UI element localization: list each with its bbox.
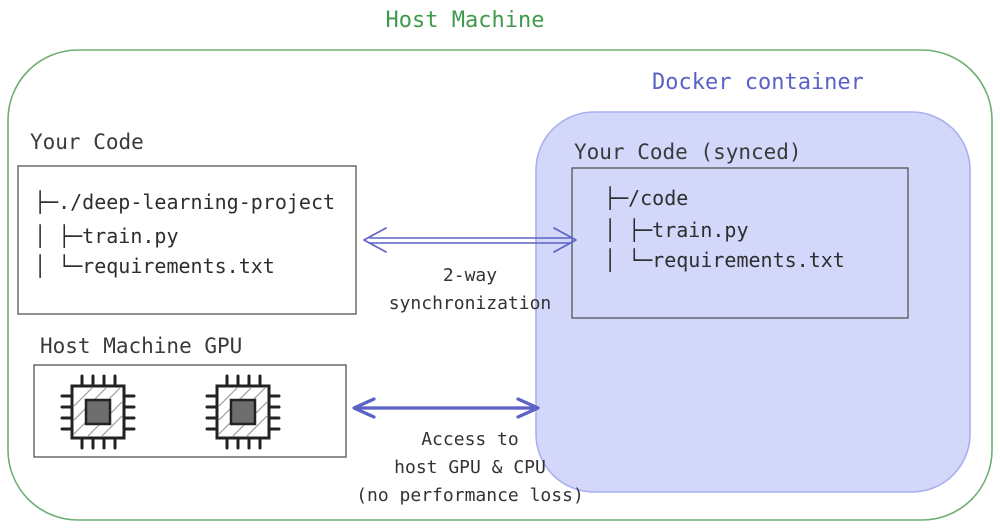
host-tree-requirements: │ └─requirements.txt [34,254,275,278]
access-caption-line2: host GPU & CPU [394,457,546,478]
host-machine-title: Host Machine [385,8,545,33]
container-tree-train: │ ├─train.py [604,218,749,242]
sync-arrow [363,227,577,253]
container-code-label: Your Code (synced) [574,140,802,164]
sync-caption: 2-way synchronization [360,262,580,318]
chip-icon [205,374,281,450]
host-machine-border [7,49,993,521]
host-tree-train: │ ├─train.py [34,224,179,248]
host-code-box [17,165,357,315]
chip-icon [60,374,136,450]
host-tree-root: ├─./deep-learning-project [34,190,336,214]
gpu-box [33,364,347,458]
sync-caption-line1: 2-way [442,265,498,286]
gpu-label: Host Machine GPU [40,334,243,358]
access-caption-line1: Access to [421,429,519,450]
access-caption-line3: (no performance loss) [356,485,584,506]
access-arrow [352,397,540,419]
docker-container-title: Docker container [652,70,864,95]
docker-container-area [535,111,971,493]
container-tree-root: ├─/code [604,186,689,210]
host-code-label: Your Code [30,130,144,154]
access-caption: Access to host GPU & CPU (no performance… [320,426,620,510]
container-tree-requirements: │ └─requirements.txt [604,248,845,272]
sync-caption-line2: synchronization [388,293,552,314]
